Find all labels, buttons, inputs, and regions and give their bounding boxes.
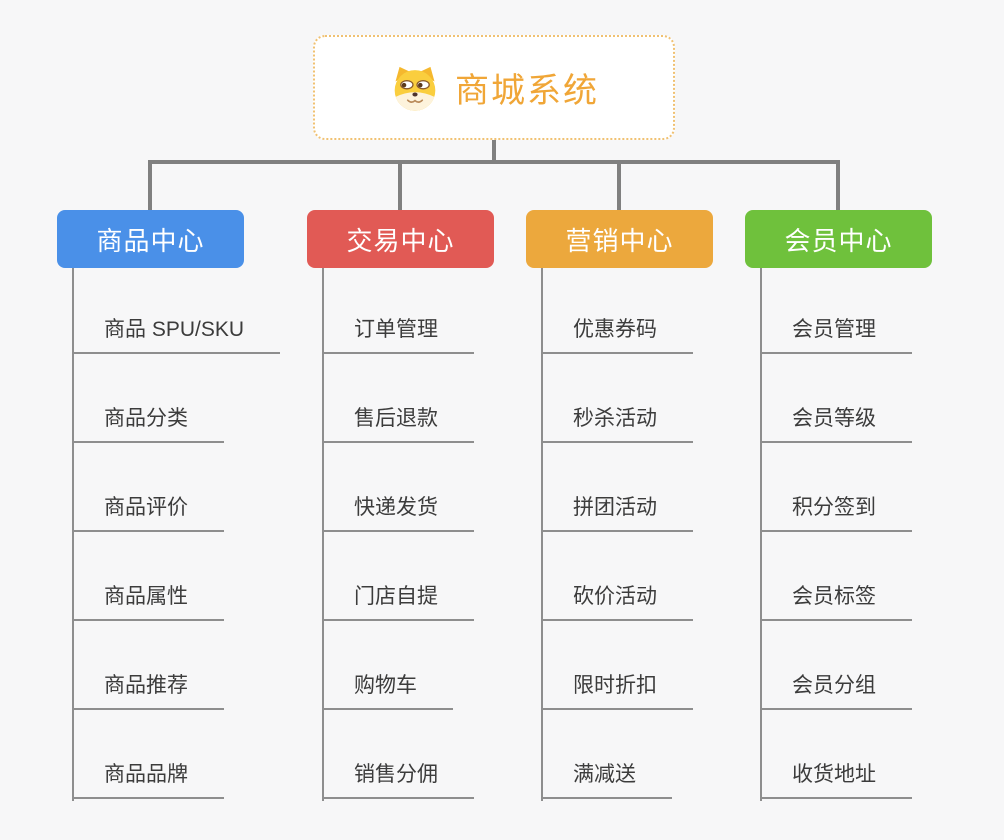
branch-node-product-center[interactable]: 商品中心	[57, 210, 244, 268]
child-topic[interactable]: 会员标签	[760, 583, 912, 621]
child-topic[interactable]: 商品推荐	[72, 672, 224, 710]
branch-label: 会员中心	[784, 225, 893, 256]
branch-node-member-center[interactable]: 会员中心	[745, 210, 932, 268]
root-title: 商城系统	[455, 72, 599, 110]
child-topic[interactable]: 优惠券码	[541, 316, 693, 354]
child-topic[interactable]: 会员等级	[760, 405, 912, 443]
connector-drop-trade-center	[398, 160, 402, 210]
child-topic[interactable]: 会员分组	[760, 672, 912, 710]
child-topic[interactable]: 会员管理	[760, 316, 912, 354]
branch-label: 营销中心	[565, 225, 674, 256]
branch-label: 交易中心	[346, 225, 455, 256]
child-topic[interactable]: 商品属性	[72, 583, 224, 621]
branch-spine-trade-center	[322, 268, 324, 801]
child-topic[interactable]: 限时折扣	[541, 672, 693, 710]
child-topic[interactable]: 商品评价	[72, 494, 224, 532]
dog-face-icon	[394, 66, 436, 111]
child-topic[interactable]: 拼团活动	[541, 494, 693, 532]
child-topic[interactable]: 商品品牌	[72, 761, 224, 799]
branch-spine-member-center	[760, 268, 762, 801]
child-topic[interactable]: 满减送	[541, 761, 672, 799]
branch-node-trade-center[interactable]: 交易中心	[307, 210, 494, 268]
child-topic[interactable]: 售后退款	[322, 405, 474, 443]
connector-drop-member-center	[836, 160, 840, 210]
child-topic[interactable]: 销售分佣	[322, 761, 474, 799]
child-topic[interactable]: 积分签到	[760, 494, 912, 532]
child-topic[interactable]: 砍价活动	[541, 583, 693, 621]
root-node[interactable]: 商城系统	[313, 35, 675, 140]
connector-horizontal-bar	[148, 160, 840, 164]
child-topic[interactable]: 门店自提	[322, 583, 474, 621]
child-topic[interactable]: 收货地址	[760, 761, 912, 799]
branch-node-marketing-center[interactable]: 营销中心	[526, 210, 713, 268]
connector-root-stem	[492, 140, 496, 162]
child-topic[interactable]: 订单管理	[322, 316, 474, 354]
connector-drop-marketing-center	[617, 160, 621, 210]
branch-spine-marketing-center	[541, 268, 543, 801]
connector-drop-product-center	[148, 160, 152, 210]
child-topic[interactable]: 快递发货	[322, 494, 474, 532]
child-topic[interactable]: 秒杀活动	[541, 405, 693, 443]
child-topic[interactable]: 购物车	[322, 672, 453, 710]
child-topic[interactable]: 商品 SPU/SKU	[72, 316, 281, 354]
branch-label: 商品中心	[96, 225, 205, 256]
branch-spine-product-center	[72, 268, 74, 801]
child-topic[interactable]: 商品分类	[72, 405, 224, 443]
